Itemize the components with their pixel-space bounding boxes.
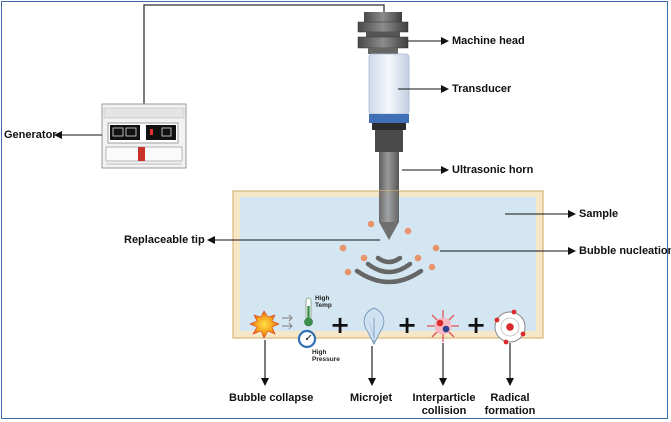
explosion-icon	[249, 310, 280, 339]
radical-icon	[494, 309, 526, 345]
generator-cable	[143, 4, 385, 106]
bubbles	[339, 220, 440, 276]
small-arrows	[282, 314, 293, 330]
label-radical-formation: Radical formation	[478, 392, 542, 418]
generator-device	[101, 103, 187, 169]
collision-icon	[427, 310, 459, 342]
sound-waves	[354, 255, 424, 285]
label-interparticle-collision: Interparticle collision	[408, 392, 480, 418]
plus-sign-3: +	[466, 311, 487, 339]
label-radical-line1: Radical	[490, 392, 530, 404]
label-interparticle-line1: Interparticle	[412, 392, 476, 404]
label-high-temp: High Temp	[315, 295, 332, 309]
label-sample: Sample	[579, 208, 619, 220]
label-replaceable-tip: Replaceable tip	[124, 234, 205, 246]
label-generator: Generator	[4, 129, 57, 141]
label-radical-line2: formation	[484, 405, 536, 417]
plus-sign-1: +	[330, 311, 351, 339]
microjet-icon	[363, 307, 385, 346]
label-transducer: Transducer	[452, 83, 512, 95]
label-high-temp-line1: High	[315, 295, 330, 302]
label-high-pressure: High Pressure	[312, 349, 340, 363]
label-high-temp-line2: Temp	[315, 302, 332, 309]
label-bubble-collapse: Bubble collapse	[229, 392, 314, 404]
callout-arrows	[54, 37, 576, 386]
plus-sign-2: +	[397, 311, 418, 339]
machine-head	[357, 12, 409, 54]
label-microjet: Microjet	[350, 392, 393, 404]
label-bubble-nucleation: Bubble nucleation	[579, 245, 671, 257]
thermometer-icon	[304, 297, 313, 327]
transducer	[368, 53, 410, 130]
label-ultrasonic-horn: Ultrasonic horn	[452, 164, 534, 176]
pressure-gauge-icon	[297, 329, 317, 349]
label-machine-head: Machine head	[452, 35, 525, 47]
label-high-pressure-line1: High	[312, 349, 327, 356]
label-interparticle-line2: collision	[421, 405, 467, 417]
label-high-pressure-line2: Pressure	[312, 356, 340, 363]
